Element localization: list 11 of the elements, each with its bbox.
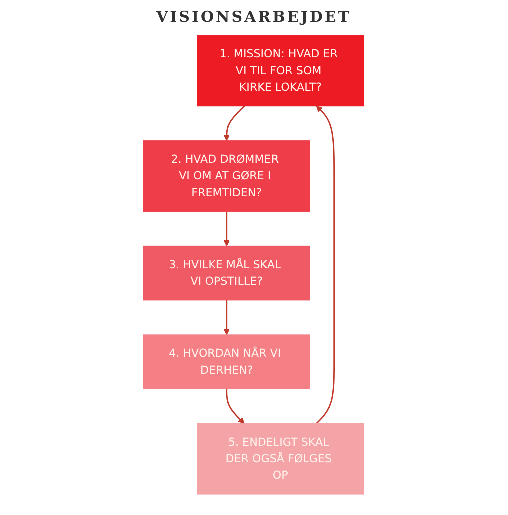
arrow [224, 106, 246, 142]
arrow [226, 389, 246, 424]
arrow [316, 106, 336, 424]
arrow [224, 300, 230, 336]
node-box: 1. MISSION: HVAD ER VI TIL FOR SOM KIRKE LOKALT? [197, 35, 364, 107]
node-box: 5. ENDELIGT SKAL DER OGSÅ FØLGES OP [197, 423, 364, 495]
arrow [224, 212, 230, 247]
node-box: 4. HVORDAN NÅR VI DERHEN? [144, 334, 311, 390]
node-box: 3. HVILKE MÅL SKAL VI OPSTILLE? [144, 246, 311, 301]
node-box: 2. HVAD DRØMMER VI OM AT GØRE I FREMTIDEN? [144, 140, 311, 212]
diagram-title: VISIONSARBEJDET [155, 8, 353, 26]
